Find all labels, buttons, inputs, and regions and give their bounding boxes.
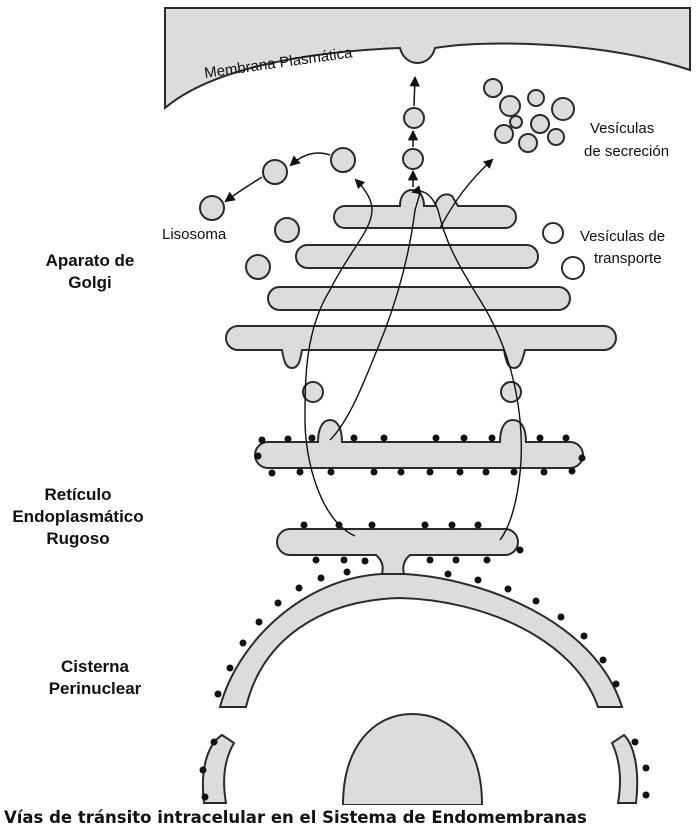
secretion-vesicles-label-1: Vesículas bbox=[590, 120, 654, 137]
transport-vesicles-label-2: transporte bbox=[594, 250, 662, 267]
perinuclear-label-line-1: Cisterna bbox=[40, 656, 150, 678]
rough-er-label-line-3: Rugoso bbox=[2, 528, 154, 550]
transport-vesicles-label-1: Vesículas de bbox=[580, 228, 665, 245]
plasma-membrane: Membrana Plasmática bbox=[165, 8, 690, 108]
rough-er-label-line-1: Retículo bbox=[2, 484, 154, 506]
transport-vesicles bbox=[543, 223, 584, 279]
golgi-label: Aparato de Golgi bbox=[30, 250, 150, 294]
secretion-vesicles-label-2: de secreción bbox=[584, 143, 669, 160]
perinuclear-label-line-2: Perinuclear bbox=[40, 678, 150, 700]
secretion-vesicles bbox=[484, 79, 574, 152]
nucleus bbox=[343, 714, 482, 805]
lysosome-label: Lisosoma bbox=[162, 226, 227, 243]
er-golgi-vesicles bbox=[303, 382, 521, 402]
rough-er-label-line-2: Endoplasmático bbox=[2, 506, 154, 528]
golgi-label-line-2: Golgi bbox=[30, 272, 150, 294]
perinuclear-label: Cisterna Perinuclear bbox=[40, 656, 150, 700]
golgi-label-line-1: Aparato de bbox=[30, 250, 150, 272]
rough-er-label: Retículo Endoplasmático Rugoso bbox=[2, 484, 154, 550]
rough-er bbox=[255, 420, 583, 574]
golgi-apparatus bbox=[226, 190, 616, 368]
figure-caption: Vías de tránsito intracelular en el Sist… bbox=[4, 808, 694, 827]
